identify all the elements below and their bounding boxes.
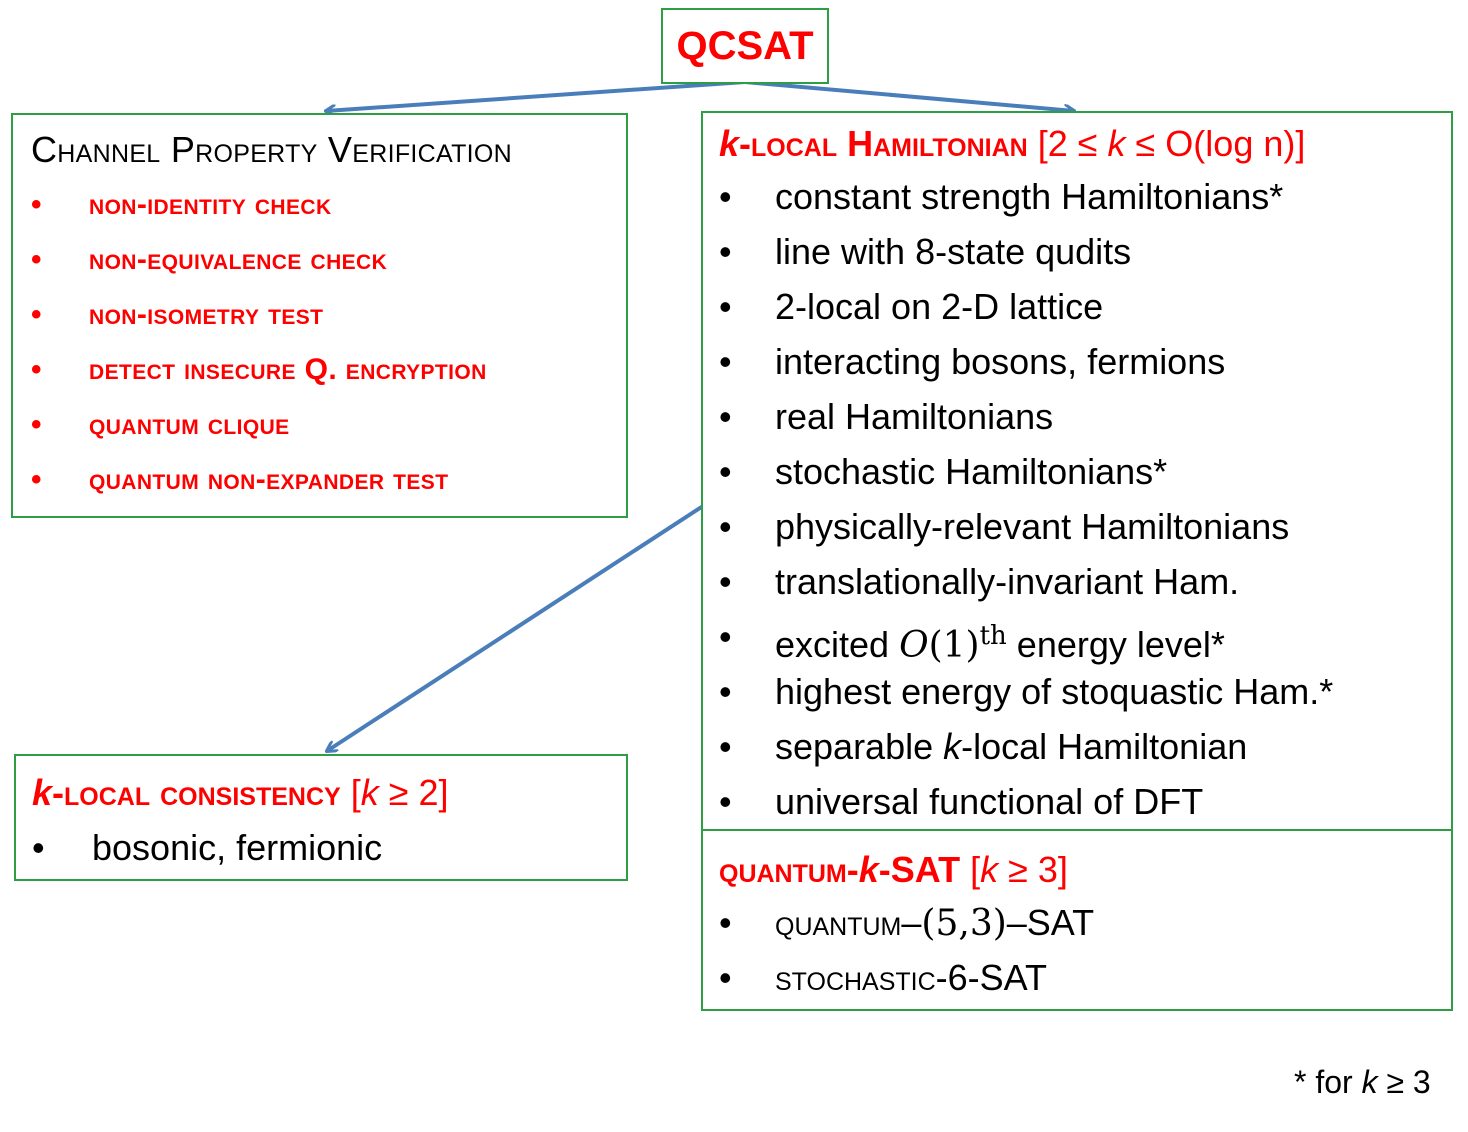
channel-title: Channel Property Verification: [31, 129, 513, 170]
list-item: •non-equivalence check: [31, 232, 626, 287]
list-item: •interacting bosons, fermions: [719, 341, 1226, 382]
list-item: •quantum clique: [31, 397, 626, 452]
bullet: •: [31, 353, 42, 386]
arrow-to-consistency: [327, 504, 705, 751]
list-item: •stochastic Hamiltonians*: [719, 451, 1168, 492]
arrow-to-channel: [326, 80, 746, 111]
list-item: •translationally-invariant Ham.: [719, 561, 1240, 602]
list-item: •stochastic-6-SAT: [719, 957, 1048, 998]
bullet: •: [31, 243, 42, 276]
qcsat-box: QCSAT: [661, 8, 829, 84]
hamiltonian-list: •constant strength Hamiltonians* •line w…: [719, 169, 1333, 829]
consistency-box: k-local consistency [k ≥ 2] •bosonic, fe…: [14, 754, 628, 881]
channel-property-box: Channel Property Verification •non-ident…: [11, 113, 628, 518]
footnote: * for k ≥ 3: [1294, 1064, 1431, 1100]
quantum-k-sat-list: •quantum–(5,3)–SAT •stochastic-6-SAT: [719, 895, 1094, 1005]
qcsat-title: QCSAT: [676, 23, 814, 68]
list-item: •physically-relevant Hamiltonians: [719, 506, 1290, 547]
quantum-k-sat-title: quantum-k-SAT [k ≥ 3]: [719, 849, 1068, 890]
list-item: •line with 8-state qudits: [719, 231, 1132, 272]
section-divider: [703, 829, 1451, 831]
list-item: •non-identity check: [31, 177, 626, 232]
consistency-list: •bosonic, fermionic: [32, 820, 382, 875]
list-item: •separable k-local Hamiltonian: [719, 726, 1248, 767]
bullet: •: [31, 408, 42, 441]
list-item: •quantum–(5,3)–SAT: [719, 902, 1095, 944]
consistency-title: k-local consistency [k ≥ 2]: [32, 772, 449, 813]
hamiltonian-title: k-local Hamiltonian [2 ≤ k ≤ O(log n)]: [719, 123, 1306, 164]
list-item: •excited O(1)th energy level*: [719, 616, 1225, 666]
bullet: •: [31, 188, 42, 221]
bullet: •: [31, 463, 42, 496]
list-item: •highest energy of stoquastic Ham.*: [719, 671, 1334, 712]
arrow-to-hamiltonian: [744, 80, 1074, 111]
list-item: •universal functional of DFT: [719, 781, 1204, 822]
list-item: •bosonic, fermionic: [32, 827, 383, 868]
bullet: •: [31, 298, 42, 331]
list-item: •2-local on 2-D lattice: [719, 286, 1104, 327]
list-item: •real Hamiltonians: [719, 396, 1054, 437]
channel-list: •non-identity check •non-equivalence che…: [31, 177, 626, 507]
list-item: •detect insecure Q. encryption: [31, 342, 626, 397]
list-item: •constant strength Hamiltonians*: [719, 176, 1284, 217]
list-item: •quantum non-expander test: [31, 452, 626, 507]
hamiltonian-box: k-local Hamiltonian [2 ≤ k ≤ O(log n)] •…: [701, 111, 1453, 1011]
list-item: •non-isometry test: [31, 287, 626, 342]
